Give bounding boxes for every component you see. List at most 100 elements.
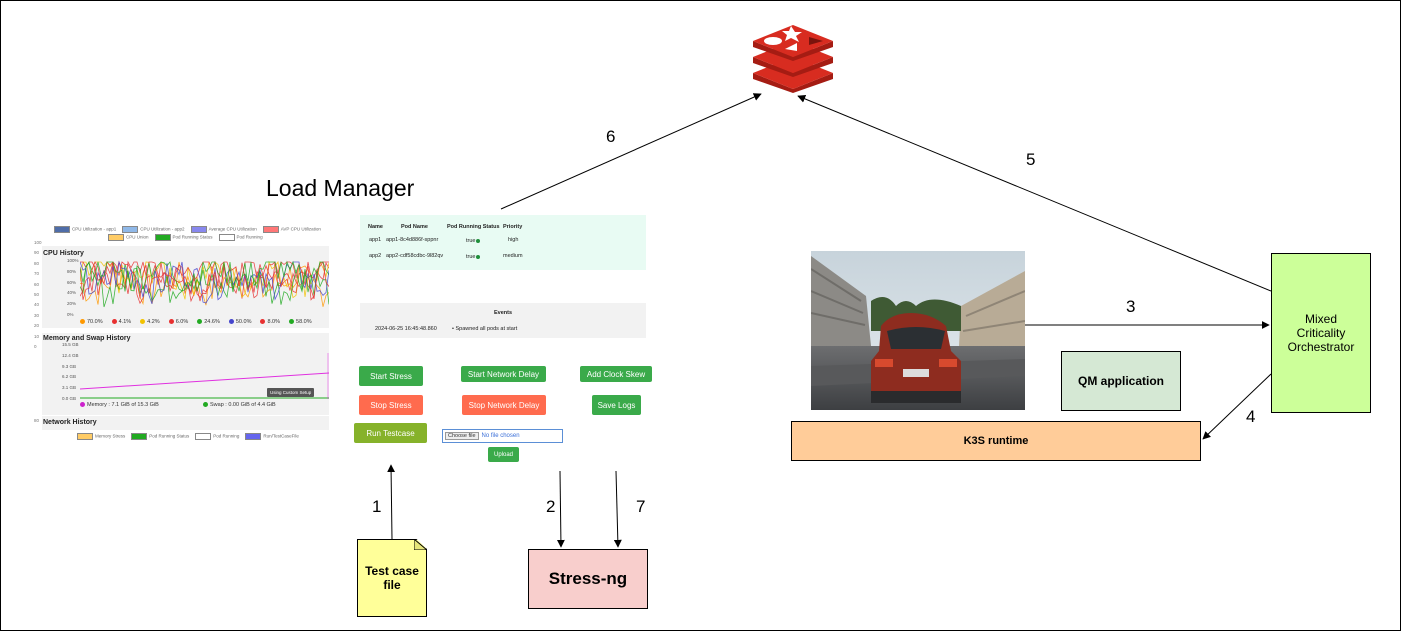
status-dot-icon [476, 238, 481, 243]
cpu-history-panel [42, 246, 329, 328]
start-network-delay-button[interactable]: Start Network Delay [461, 366, 546, 382]
vehicle-camera-image [811, 251, 1025, 410]
col-header-pod-name: Pod Name [401, 224, 428, 230]
chart-legend-second: CPU Union Pod Running Status Pod Running [108, 234, 263, 241]
status-dot-icon [476, 254, 481, 259]
arrow-6 [500, 93, 762, 210]
network-history-panel [42, 416, 329, 430]
memory-tick: 12.4 GB [62, 352, 79, 358]
upload-button[interactable]: Upload [488, 447, 519, 462]
legend-item: CPU Utilization - app1 [54, 226, 116, 233]
cpu-legend-dot [260, 319, 266, 325]
legend-item: Pod Running Status [131, 433, 189, 440]
swap-legend-dot [203, 402, 208, 408]
legend-swatch [218, 234, 235, 241]
arrow-label-5: 5 [1026, 150, 1036, 169]
legend-swatch [54, 226, 70, 233]
memory-tick: 0.0 GB [62, 396, 77, 401]
col-header-name: Name [368, 224, 383, 230]
cpu-percent-tick: 60% [67, 279, 77, 285]
load-manager-title: Load Manager [266, 175, 415, 201]
table-cell-pod: app2-cdf58cdbc-9l82qv [386, 253, 444, 259]
add-clock-skew-button[interactable]: Add Clock Skew [580, 366, 652, 382]
legend-swatch [195, 433, 212, 440]
stress-ng-label: Stress-ng [548, 569, 628, 588]
memory-line [80, 372, 329, 390]
y-axis-tick: 70 [34, 271, 40, 277]
stop-network-delay-button[interactable]: Stop Network Delay [462, 395, 546, 415]
legend-swatch [108, 234, 124, 241]
cpu-legend-item: 24.6% [197, 319, 220, 325]
table-cell-pod: app1-8c4d886f-sppnr [386, 237, 439, 243]
cpu-history-plot [80, 260, 329, 308]
cpu-legend-dot [168, 319, 174, 325]
legend-item: Pod Running Status [154, 234, 213, 241]
legend-swatch [262, 226, 279, 233]
y-axis-tick: 60 [34, 281, 40, 287]
table-cell-name: app1 [369, 237, 382, 243]
stop-stress-button[interactable]: Stop Stress [359, 395, 423, 415]
y-axis-tick: 90 [34, 250, 40, 256]
table-cell-name: app2 [369, 253, 382, 259]
note-fold-icon [414, 539, 427, 550]
memory-history-panel [42, 333, 329, 415]
start-stress-button[interactable]: Start Stress [359, 366, 423, 386]
network-legend: Memory Stress Pod Running Status Pod Run… [77, 433, 299, 440]
swap-legend-item: Swap : 0.00 GiB of 4.4 GiB [203, 402, 276, 408]
network-history-title: Network History [43, 419, 97, 426]
y-axis-tick: 80 [34, 260, 40, 266]
cpu-legend-item: 4.1% [111, 319, 131, 325]
cpu-legend-item: 50.0% [228, 319, 251, 325]
qm-label: QM application [1077, 374, 1164, 388]
memory-history-plot [80, 353, 329, 399]
memory-tick: 9.3 GB [62, 363, 77, 369]
cpu-legend-item: 70.0% [80, 319, 103, 325]
choose-file-button[interactable]: Choose file [445, 432, 479, 440]
cpu-legend: 70.0% 4.1% 4.2% 6.0% 24.6% 50.0% 8.0% 58… [80, 319, 312, 325]
legend-item: Run/TestCaseFile [245, 433, 299, 440]
y-axis-tick: 20 [34, 323, 40, 329]
cpu-percent-tick: 40% [67, 290, 77, 296]
arrow-label-7: 7 [636, 497, 646, 516]
chart-tooltip: Using Custom Setup [267, 388, 315, 397]
legend-item: CPU Utilization - app2 [122, 226, 185, 233]
cpu-percent-tick: 0% [67, 312, 74, 317]
legend-swatch [131, 433, 148, 440]
mixed-criticality-orchestrator-box: Mixed Criticality Orchestrator [1271, 253, 1371, 413]
pod-status-table: Name Pod Name Pod Running Status Priorit… [360, 215, 646, 270]
y-axis-tick-extra: 80 [34, 418, 40, 423]
y-axis-tick: 40 [34, 302, 40, 308]
arrow-2 [556, 470, 565, 548]
cpu-legend-dot [289, 319, 295, 325]
y-axis-tick: 50 [34, 292, 40, 297]
run-testcase-button[interactable]: Run Testcase [354, 423, 427, 443]
events-panel: Events 2024-06-25 16:45:48.860 • Spawned… [360, 303, 646, 338]
qm-application-box: QM application [1061, 351, 1181, 411]
arrow-1 [387, 464, 396, 540]
memory-history-title: Memory and Swap History [43, 335, 131, 342]
redis-icon [753, 25, 833, 93]
arrow-label-1: 1 [372, 497, 382, 516]
cpu-percent-tick: 20% [67, 301, 77, 307]
test-case-file-label: Test case file [365, 564, 419, 592]
legend-swatch [122, 226, 139, 233]
cpu-percent-tick: 80% [67, 268, 77, 274]
cpu-legend-item: 8.0% [260, 319, 280, 325]
monitoring-screenshot: CPU Utilization - app1 CPU Utilization -… [34, 216, 331, 461]
file-status-text: No file chosen [481, 433, 520, 439]
file-input[interactable]: Choose file No file chosen [442, 429, 563, 443]
y-axis-tick: 10 [34, 333, 40, 339]
y-axis-tick: 100 [34, 240, 42, 245]
save-logs-button[interactable]: Save Logs [592, 395, 641, 415]
memory-tick: 15.5 GB [62, 342, 79, 347]
cpu-legend-dot [80, 319, 85, 325]
cpu-series-line [80, 262, 329, 308]
stress-ng-box: Stress-ng [528, 549, 648, 609]
event-message: • Spawned all pods at start [452, 326, 518, 332]
arrow-label-6: 6 [606, 127, 616, 146]
cpu-series-line [80, 260, 329, 293]
cpu-series-line [80, 261, 329, 301]
y-axis-tick: 30 [34, 312, 40, 318]
legend-swatch [154, 234, 171, 241]
memory-tick: 6.2 GB [62, 374, 77, 380]
